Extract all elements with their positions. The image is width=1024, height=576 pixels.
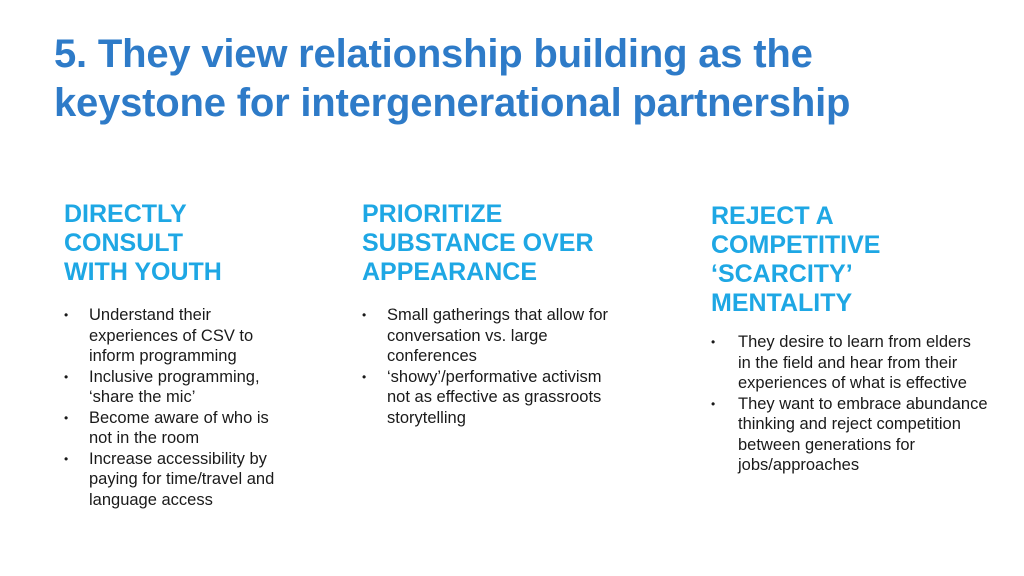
column-heading: REJECT A COMPETITIVE ‘SCARCITY’ MENTALIT… [711, 202, 1021, 318]
bullet-text: ‘showy’/performative activism not as eff… [387, 367, 662, 429]
bullet-dot-icon: • [64, 451, 69, 466]
bullet-text-line: Become aware of who is [89, 408, 269, 427]
bullet-text-line: ‘showy’/performative activism [387, 367, 602, 386]
column-heading-line: COMPETITIVE [711, 231, 881, 259]
bullet-text-line: jobs/approaches [738, 456, 860, 474]
bullet-text: They want to embrace abundance thinking … [738, 394, 1021, 476]
bullet-text: Understand their experiences of CSV to i… [89, 305, 334, 367]
bullet-text-line: language access [89, 490, 213, 509]
bullet-text: Inclusive programming, ‘share the mic’ [89, 367, 334, 408]
bullet-text-line: not as effective as grassroots [387, 388, 602, 406]
bullet-text-line: in the field and hear from their [738, 353, 958, 372]
bullet-dot-icon: • [362, 369, 367, 384]
bullet-text: They desire to learn from elders in the … [738, 332, 1021, 394]
column-heading-line: REJECT A [711, 202, 834, 230]
slide-title-line: 5. They view relationship building as th… [54, 32, 813, 76]
slide-title-line: keystone for intergenerational partnersh… [54, 81, 851, 125]
column-reject-scarcity: REJECT A COMPETITIVE ‘SCARCITY’ MENTALIT… [711, 202, 1021, 476]
bullet-item: • Become aware of who is not in the room [64, 408, 334, 449]
bullet-text-line: not in the room [89, 429, 200, 447]
column-heading-line: PRIORITIZE [362, 200, 503, 228]
bullet-text: Increase accessibility by paying for tim… [89, 449, 334, 511]
bullet-text-line: experiences of what is effective [738, 374, 967, 392]
bullet-text-line: Understand their [89, 306, 211, 324]
bullet-text-line: They desire to learn from elders [738, 333, 971, 351]
bullet-item: • They desire to learn from elders in th… [711, 332, 1021, 394]
bullet-dot-icon: • [64, 308, 69, 322]
bullet-item: • They want to embrace abundance thinkin… [711, 394, 1021, 476]
bullet-item: • Increase accessibility by paying for t… [64, 449, 334, 511]
bullet-text: Small gatherings that allow for conversa… [387, 305, 662, 367]
column-directly-consult: DIRECTLY CONSULT WITH YOUTH • Understand… [64, 200, 334, 510]
column-heading-line: WITH YOUTH [64, 258, 222, 286]
bullet-item: • Inclusive programming, ‘share the mic’ [64, 367, 334, 408]
bullet-dot-icon: • [362, 308, 367, 322]
bullet-item: • ‘showy’/performative activism not as e… [362, 367, 662, 429]
bullet-dot-icon: • [64, 410, 69, 425]
bullet-dot-icon: • [711, 335, 716, 349]
slide-title: 5. They view relationship building as th… [54, 30, 1014, 128]
bullet-list: • They desire to learn from elders in th… [711, 332, 1021, 476]
column-heading-line: DIRECTLY [64, 200, 187, 228]
bullet-item: • Small gatherings that allow for conver… [362, 305, 662, 367]
bullet-list: • Small gatherings that allow for conver… [362, 305, 662, 428]
bullet-text-line: thinking and reject competition [738, 415, 961, 433]
column-heading-line: APPEARANCE [362, 258, 538, 286]
column-heading: DIRECTLY CONSULT WITH YOUTH [64, 200, 334, 287]
bullet-text-line: Small gatherings that allow for [387, 306, 609, 324]
column-heading-line: MENTALITY [711, 289, 853, 317]
bullet-dot-icon: • [64, 369, 69, 384]
bullet-text-line: experiences of CSV to [89, 326, 254, 345]
column-heading-line: CONSULT [64, 229, 183, 257]
bullet-item: • Understand their experiences of CSV to… [64, 305, 334, 367]
bullet-text-line: ‘share the mic’ [89, 388, 196, 406]
bullet-text-line: Increase accessibility by [89, 449, 267, 468]
bullet-text-line: inform programming [89, 347, 237, 365]
bullet-list: • Understand their experiences of CSV to… [64, 305, 334, 510]
bullet-text-line: They want to embrace abundance [738, 394, 988, 413]
bullet-text-line: Inclusive programming, [89, 367, 260, 386]
bullet-text-line: conferences [387, 347, 477, 365]
bullet-text-line: conversation vs. large [387, 326, 548, 345]
column-heading: PRIORITIZE SUBSTANCE OVER APPEARANCE [362, 200, 662, 287]
column-heading-line: ‘SCARCITY’ [711, 260, 853, 288]
column-heading-line: SUBSTANCE OVER [362, 229, 594, 257]
bullet-text-line: paying for time/travel and [89, 470, 275, 488]
bullet-text-line: between generations for [738, 435, 916, 454]
bullet-text-line: storytelling [387, 408, 466, 427]
bullet-dot-icon: • [711, 396, 716, 411]
bullet-text: Become aware of who is not in the room [89, 408, 334, 449]
column-prioritize-substance: PRIORITIZE SUBSTANCE OVER APPEARANCE • S… [362, 200, 662, 428]
